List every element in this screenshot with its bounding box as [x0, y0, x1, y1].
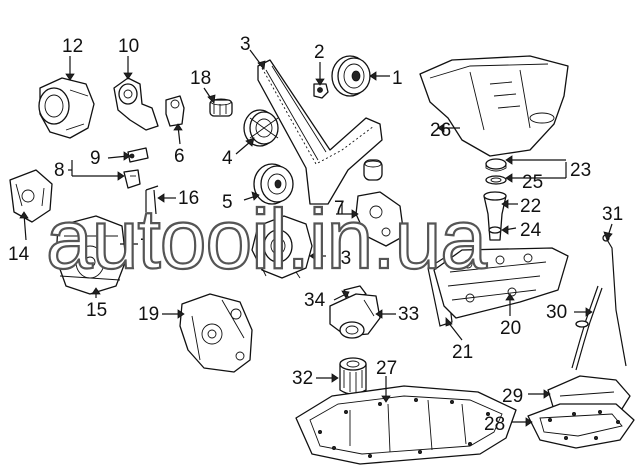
callout-12: 12: [62, 36, 83, 57]
callout-32: 32: [292, 368, 313, 389]
callout-21: 21: [452, 342, 473, 363]
callout-27: 27: [376, 358, 397, 379]
part-21-valve-cover-gasket: [427, 256, 453, 327]
callout-13: 13: [330, 248, 351, 269]
part-24-tube-seal: [488, 226, 502, 234]
part-6-small-bracket: [165, 95, 185, 127]
callout-8: 8: [54, 160, 65, 181]
callout-26: 26: [430, 120, 451, 141]
part-5-crank-sprocket: [253, 163, 294, 205]
callout-7-left: 7: [140, 236, 151, 257]
callout-30: 30: [546, 302, 567, 323]
callout-labels: 12 10 18 3 2 1 6 4 5 9 8 16 14 7 15 19 7…: [8, 34, 623, 435]
callout-20: 20: [500, 318, 521, 339]
part-20-valve-cover: [433, 247, 569, 319]
part-31-dipstick: [602, 234, 627, 367]
part-4-cam-sprocket: [243, 109, 279, 147]
callout-4: 4: [222, 148, 233, 169]
callout-23: 23: [570, 160, 591, 181]
part-9-cam-sensor: [127, 147, 149, 163]
part-18-idler-pulley: [209, 98, 233, 117]
callout-9: 9: [90, 148, 101, 169]
callout-3: 3: [240, 34, 251, 55]
part-26-engine-cover: [419, 55, 569, 157]
part-1-crank-pulley: [331, 55, 371, 97]
callout-34: 34: [304, 290, 326, 311]
part-14-engine-mount: [9, 169, 53, 223]
callout-18: 18: [190, 68, 211, 89]
part-12-throttle-body: [38, 77, 95, 139]
callout-5: 5: [222, 192, 233, 213]
callout-6: 6: [174, 146, 185, 167]
part-19-oil-pump: [179, 293, 253, 373]
callout-24: 24: [520, 220, 542, 241]
part-3-timing-belt: [257, 59, 383, 205]
callout-25: 25: [522, 172, 543, 193]
part-17-tensioner: [355, 159, 405, 247]
part-28-pan-gasket: [527, 403, 635, 449]
part-32-oil-filter: [339, 357, 367, 395]
callout-29: 29: [502, 386, 523, 407]
callout-14: 14: [8, 244, 30, 265]
callout-2: 2: [314, 42, 325, 63]
callout-15: 15: [86, 300, 107, 321]
part-25-cap-gasket: [485, 175, 507, 185]
part-27-oil-pan: [295, 385, 517, 465]
callout-28: 28: [484, 414, 505, 435]
callout-10: 10: [118, 36, 139, 57]
leader-lines: [19, 49, 613, 427]
part-2-bolt: [313, 83, 329, 99]
callout-22: 22: [520, 196, 541, 217]
watermark: autooil.in.ua: [46, 192, 487, 286]
callout-19: 19: [138, 304, 159, 325]
part-16-wire-bracket: [145, 185, 159, 215]
part-15-timing-cover: [55, 215, 127, 295]
part-8-crank-sensor: [123, 169, 141, 189]
callout-16: 16: [178, 188, 199, 209]
callout-31: 31: [602, 204, 623, 225]
part-10-sensor-bracket: [113, 77, 159, 131]
part-33-filter-housing: [329, 293, 381, 339]
part-13-pump-housing: [251, 215, 313, 279]
part-30-dipstick-tube: [571, 285, 603, 371]
callout-33: 33: [398, 304, 419, 325]
callout-1: 1: [392, 68, 403, 89]
callout-7-right: 7: [334, 198, 345, 219]
part-23-oil-cap: [485, 158, 507, 172]
